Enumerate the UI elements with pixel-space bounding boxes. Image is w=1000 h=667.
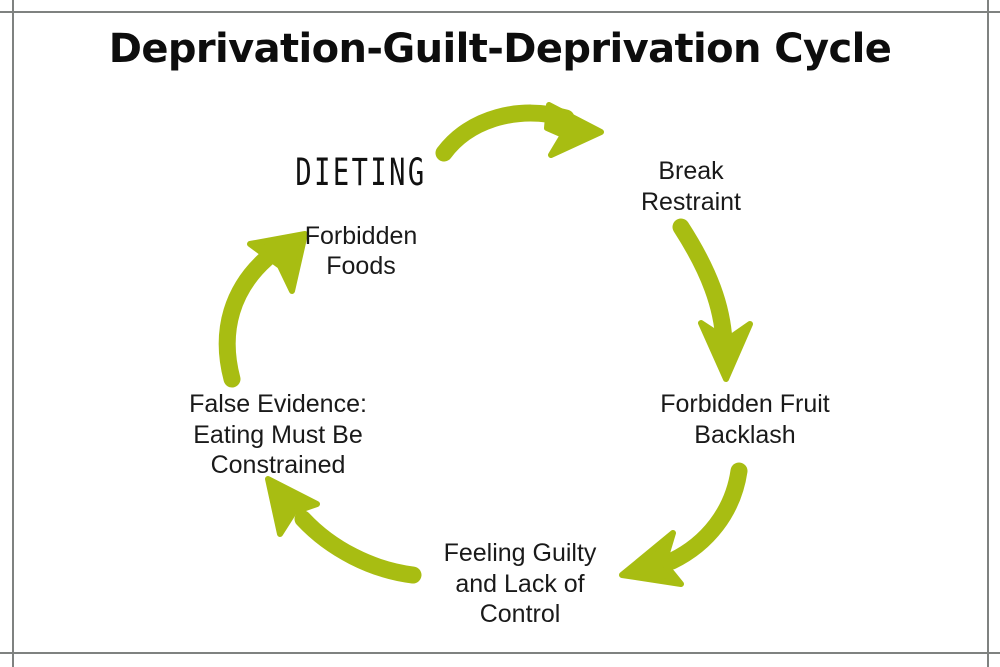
cycle-node-feeling-guilty: Feeling Guilty and Lack of Control (443, 539, 597, 628)
cycle-node-dieting-heading: DIETING (295, 149, 427, 194)
cycle-node-dieting-label: Forbidden Foods (304, 221, 418, 280)
page-frame-top-line (0, 11, 1000, 13)
cycle-node-forbidden-fruit-backlash: Forbidden Fruit Backlash (660, 390, 830, 449)
cycle-node-dieting: DIETING Forbidden Foods (236, 122, 486, 311)
page-frame-bottom-line (0, 652, 1000, 654)
cycle-node-break-restraint: Break Restraint (640, 157, 742, 216)
page-frame-left-line (12, 0, 14, 667)
cycle-node-false-evidence: False Evidence: Eating Must Be Constrain… (189, 390, 367, 479)
page-title: Deprivation-Guilt-Deprivation Cycle (108, 26, 892, 72)
arrow-break-restraint-to-backlash (672, 218, 753, 382)
page-frame-right-line (987, 0, 989, 667)
arrow-feeling-guilty-to-false-evidence (265, 476, 422, 584)
